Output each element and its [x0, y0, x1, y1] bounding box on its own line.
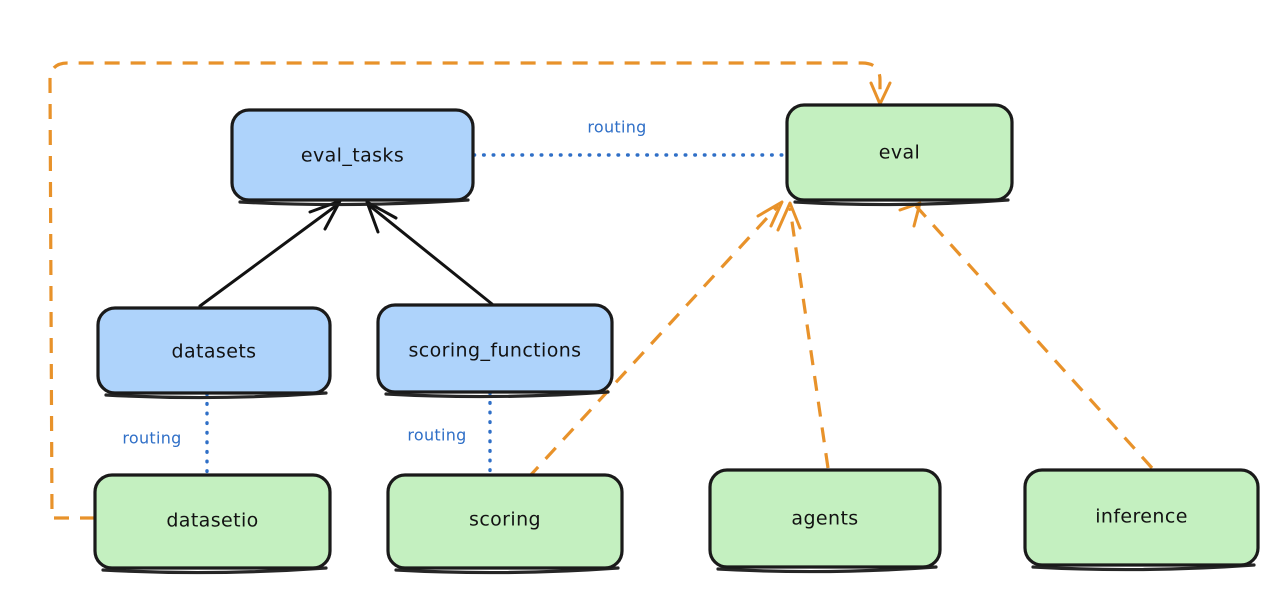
node-label: datasets [172, 341, 257, 363]
node-layer: eval_tasks eval datasets scoring_functio… [93, 103, 1260, 575]
node-label: datasetio [166, 510, 258, 532]
node-scoring[interactable]: scoring [386, 473, 624, 575]
node-label: inference [1095, 506, 1188, 528]
node-eval[interactable]: eval [785, 103, 1014, 207]
edge-label-routing-scoring: routing [407, 426, 466, 445]
node-agents[interactable]: agents [708, 468, 942, 574]
node-scoring-functions[interactable]: scoring_functions [376, 303, 614, 399]
node-label: scoring [469, 509, 541, 531]
arrowhead-icon [776, 201, 802, 232]
node-label: scoring_functions [409, 340, 582, 362]
arrowhead-icon [756, 200, 784, 228]
edge-label-routing-eval-tasks: routing [587, 118, 646, 137]
edge-scoring-eval [526, 200, 784, 480]
edge-scoring-functions-eval-tasks [365, 200, 494, 306]
edge-label-routing-datasets: routing [122, 429, 181, 448]
node-label: eval [879, 142, 920, 164]
node-label: eval_tasks [301, 145, 404, 167]
node-datasetio[interactable]: datasetio [93, 473, 332, 575]
node-label: agents [791, 508, 858, 530]
node-datasets[interactable]: datasets [96, 306, 332, 400]
edge-label-layer: routing routing routing [122, 118, 646, 448]
node-eval-tasks[interactable]: eval_tasks [230, 108, 475, 207]
arrowhead-icon [365, 200, 398, 234]
edge-datasets-eval-tasks [198, 199, 342, 308]
edge-agents-eval [776, 201, 830, 469]
edge-inference-eval [898, 201, 1154, 470]
node-inference[interactable]: inference [1023, 468, 1260, 572]
edge-layer [48, 61, 1154, 520]
